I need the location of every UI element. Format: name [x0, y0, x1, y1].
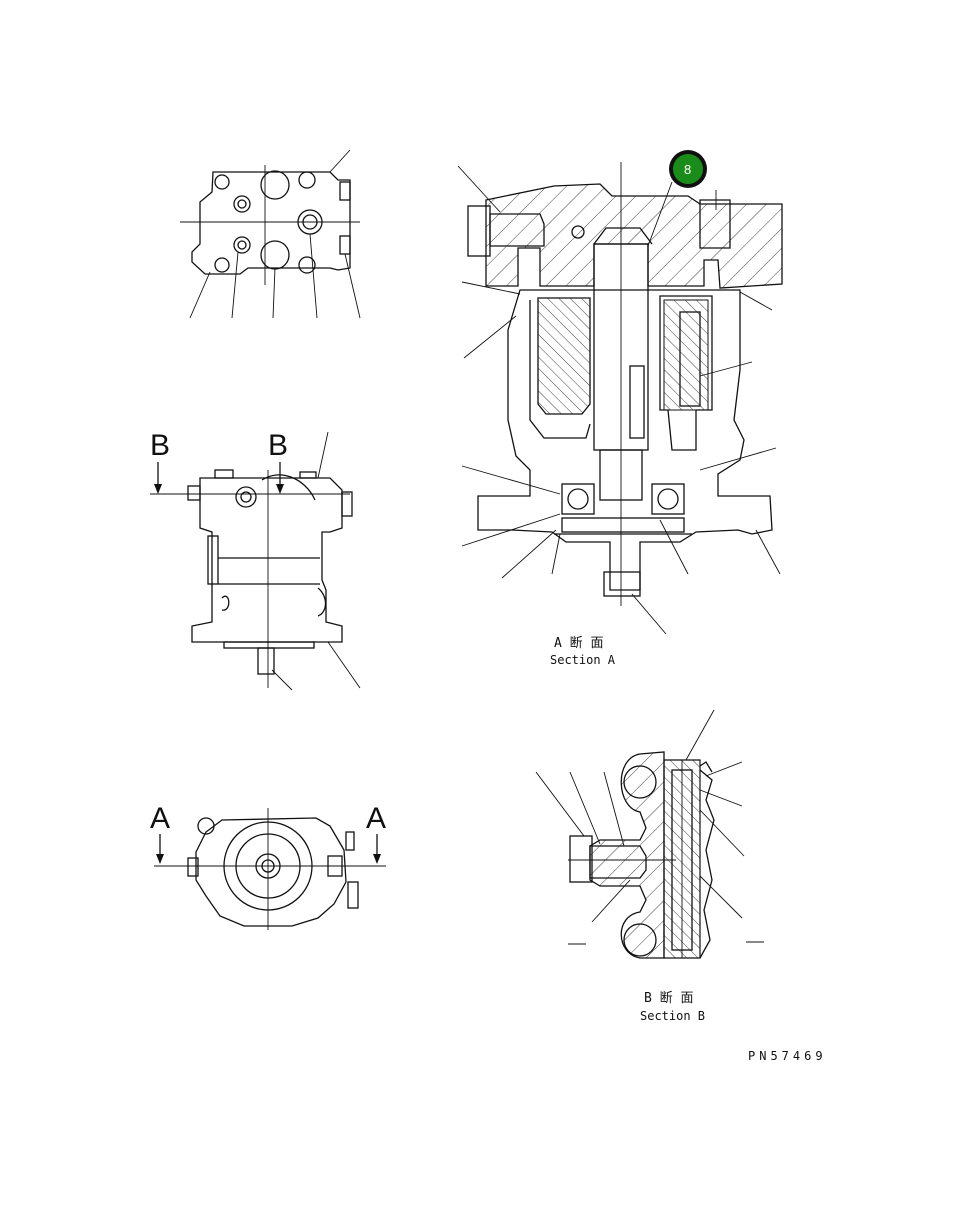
- view-label-a-left: A: [150, 802, 170, 835]
- callout-circle-8[interactable]: [673, 154, 703, 184]
- section-b-drawing: B 断 面 Section B: [535, 709, 764, 1023]
- side-view: B B: [150, 429, 361, 691]
- top-view: [180, 149, 361, 319]
- section-a-drawing: 8 A 断 面 Section A: [457, 150, 783, 667]
- view-label-b-right: B: [268, 429, 288, 462]
- section-a-caption-en: Section A: [550, 653, 616, 667]
- callout-number: 8: [684, 162, 691, 177]
- view-label-a-right: A: [366, 802, 386, 835]
- part-number: PN57469: [748, 1049, 827, 1063]
- view-label-b-left: B: [150, 429, 170, 462]
- section-b-caption-jp: B 断 面: [644, 991, 693, 1006]
- section-a-caption-jp: A 断 面: [554, 636, 603, 651]
- section-b-caption-en: Section B: [640, 1009, 705, 1023]
- front-view: A A: [150, 802, 386, 930]
